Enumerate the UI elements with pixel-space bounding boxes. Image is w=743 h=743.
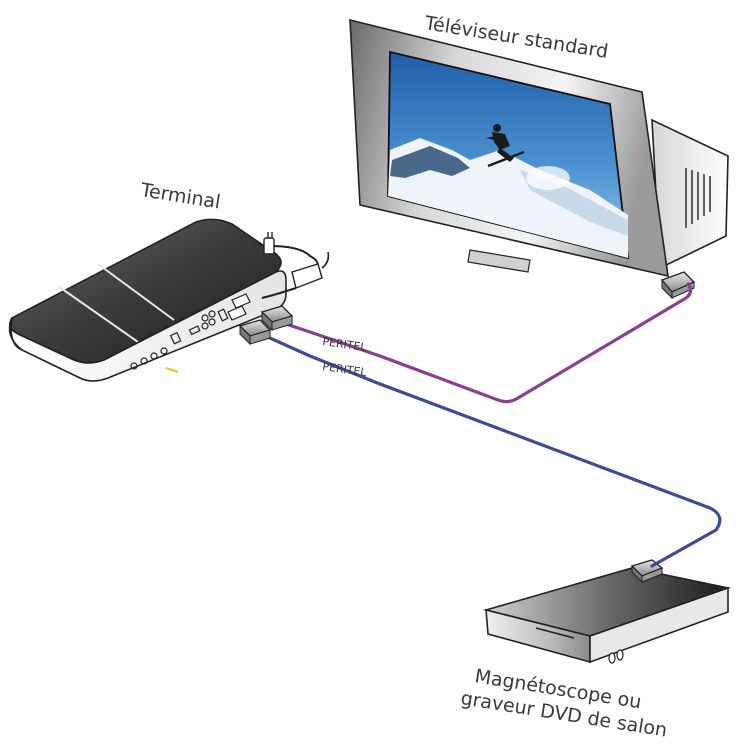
disc-tray [535, 627, 575, 639]
skier-icon [486, 124, 525, 168]
label-terminal: Terminal [138, 179, 222, 213]
yellow-indicator [165, 367, 179, 373]
recorder [482, 559, 731, 664]
tv-screen [387, 50, 630, 260]
label-cable-recorder: PERITEL [322, 360, 369, 379]
terminal-scart-plug-recorder [238, 319, 272, 346]
terminal-front [9, 270, 287, 382]
terminal-scart-socket-1 [231, 293, 251, 309]
label-cable-tv: PERITEL [322, 335, 369, 354]
terminal [8, 218, 330, 382]
cable-tv [260, 282, 693, 404]
terminal-connectors [130, 308, 229, 370]
television [349, 18, 729, 300]
recorder-side [589, 586, 729, 664]
tv-stand [467, 249, 531, 273]
tv-vent-icon [685, 168, 711, 228]
recorder-buttons-icon [608, 649, 624, 664]
terminal-scart-socket-2 [227, 305, 247, 321]
cable-recorder [250, 328, 722, 568]
terminal-scart-plug-tv [260, 305, 294, 332]
power-adapter [261, 232, 330, 299]
